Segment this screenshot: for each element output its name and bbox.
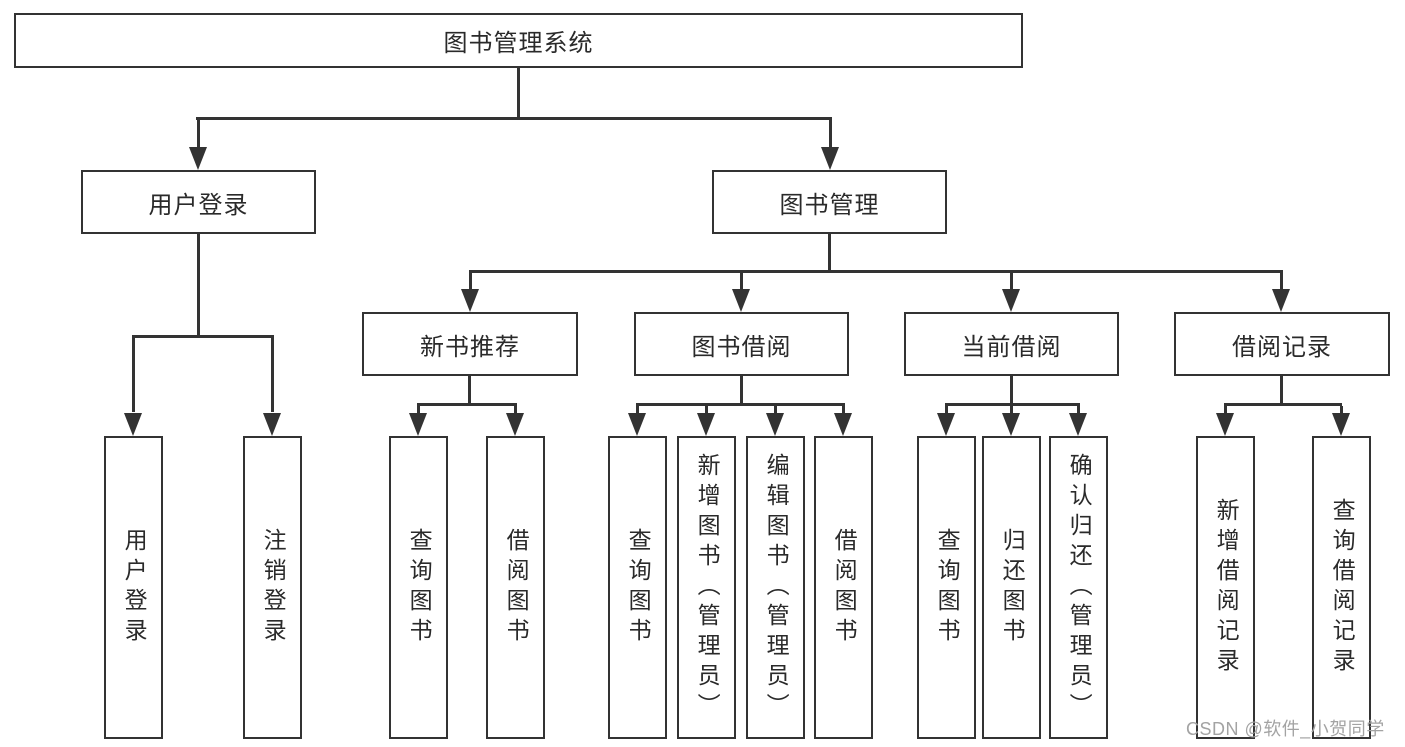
connector-vline (197, 120, 200, 148)
leaf-add-borrow-record: 新增借阅记录 (1196, 436, 1255, 739)
arrowhead-down-icon (766, 413, 784, 436)
arrowhead-down-icon (821, 147, 839, 170)
connector-vline (828, 234, 831, 270)
connector-vline (517, 68, 520, 118)
leaf-return-books: 归还图书 (982, 436, 1041, 739)
leaf-query-books-borrowing: 查询图书 (608, 436, 667, 739)
arrowhead-down-icon (189, 147, 207, 170)
arrowhead-down-icon (628, 413, 646, 436)
arrowhead-down-icon (506, 413, 524, 436)
node-label: 图书管理 (779, 191, 880, 219)
node-label: 确认归还（管理员） (1066, 452, 1093, 723)
connector-vline (1280, 273, 1283, 289)
node-label: 查询图书 (934, 527, 961, 648)
connector-vline (1340, 406, 1343, 413)
connector-vline (774, 406, 777, 413)
connector-hline (945, 403, 1080, 406)
node-label: 当前借阅 (961, 333, 1062, 361)
connector-vline (740, 273, 743, 289)
leaf-borrow-books-recommend: 借阅图书 (486, 436, 545, 739)
node-current-borrowing: 当前借阅 (904, 312, 1119, 376)
arrowhead-down-icon (461, 289, 479, 312)
node-label: 新增图书（管理员） (694, 452, 721, 723)
connector-vline (1280, 376, 1283, 405)
csdn-watermark: CSDN @软件_小贺同学 (1186, 719, 1385, 739)
node-user-login: 用户登录 (81, 170, 316, 234)
connector-vline (945, 406, 948, 413)
leaf-edit-books-admin: 编辑图书（管理员） (746, 436, 805, 739)
node-label: 查询借阅记录 (1329, 497, 1356, 678)
arrowhead-down-icon (1069, 413, 1087, 436)
node-book-management: 图书管理 (712, 170, 947, 234)
connector-vline (1224, 406, 1227, 413)
node-new-book-recommend: 新书推荐 (362, 312, 578, 376)
arrowhead-down-icon (1332, 413, 1350, 436)
connector-vline (417, 406, 420, 413)
connector-vline (1010, 406, 1013, 413)
connector-hline (469, 270, 1283, 273)
connector-hline (417, 403, 517, 406)
node-label: 新增借阅记录 (1213, 497, 1240, 678)
connector-vline (469, 273, 472, 289)
connector-hline (636, 403, 845, 406)
arrowhead-down-icon (409, 413, 427, 436)
node-label: 新书推荐 (420, 333, 520, 361)
connector-vline (705, 406, 708, 413)
leaf-user-login: 用户登录 (104, 436, 163, 739)
connector-vline (1077, 406, 1080, 413)
connector-vline (1010, 376, 1013, 405)
connector-vline (468, 376, 471, 405)
arrowhead-down-icon (1002, 289, 1020, 312)
leaf-query-borrow-record: 查询借阅记录 (1312, 436, 1371, 739)
node-label: 编辑图书（管理员） (763, 452, 790, 723)
connector-vline (842, 406, 845, 413)
arrowhead-down-icon (263, 413, 281, 436)
node-label: 借阅图书 (503, 527, 530, 648)
leaf-logout: 注销登录 (243, 436, 302, 739)
node-label: 注销登录 (260, 527, 287, 648)
connector-vline (1010, 273, 1013, 289)
arrowhead-down-icon (834, 413, 852, 436)
connector-hline (1224, 403, 1342, 406)
connector-vline (514, 406, 517, 413)
leaf-add-books-admin: 新增图书（管理员） (677, 436, 736, 739)
arrowhead-down-icon (1216, 413, 1234, 436)
connector-vline (636, 406, 639, 413)
arrowhead-down-icon (937, 413, 955, 436)
arrowhead-down-icon (697, 413, 715, 436)
leaf-query-books-recommend: 查询图书 (389, 436, 448, 739)
node-borrowing-records: 借阅记录 (1174, 312, 1390, 376)
connector-hline (196, 117, 832, 120)
node-label: 用户登录 (121, 527, 148, 648)
connector-vline (197, 234, 200, 335)
leaf-query-books-current: 查询图书 (917, 436, 976, 739)
arrowhead-down-icon (1272, 289, 1290, 312)
arrowhead-down-icon (124, 413, 142, 436)
node-book-borrowing: 图书借阅 (634, 312, 849, 376)
connector-vline (740, 376, 743, 405)
node-label: 借阅图书 (831, 527, 858, 648)
node-label: 查询图书 (406, 527, 433, 648)
connector-hline (132, 335, 274, 338)
node-label: 归还图书 (999, 527, 1026, 648)
node-label: 图书借阅 (691, 333, 792, 361)
node-library-management-system: 图书管理系统 (14, 13, 1023, 68)
connector-vline (829, 120, 832, 148)
arrowhead-down-icon (1002, 413, 1020, 436)
node-label: 借阅记录 (1232, 333, 1332, 361)
leaf-confirm-return-admin: 确认归还（管理员） (1049, 436, 1108, 739)
node-label: 图书管理系统 (443, 30, 594, 57)
connector-vline (271, 338, 274, 412)
arrowhead-down-icon (732, 289, 750, 312)
leaf-borrow-books: 借阅图书 (814, 436, 873, 739)
node-label: 用户登录 (148, 191, 249, 219)
connector-vline (132, 338, 135, 412)
node-label: 查询图书 (625, 527, 652, 648)
